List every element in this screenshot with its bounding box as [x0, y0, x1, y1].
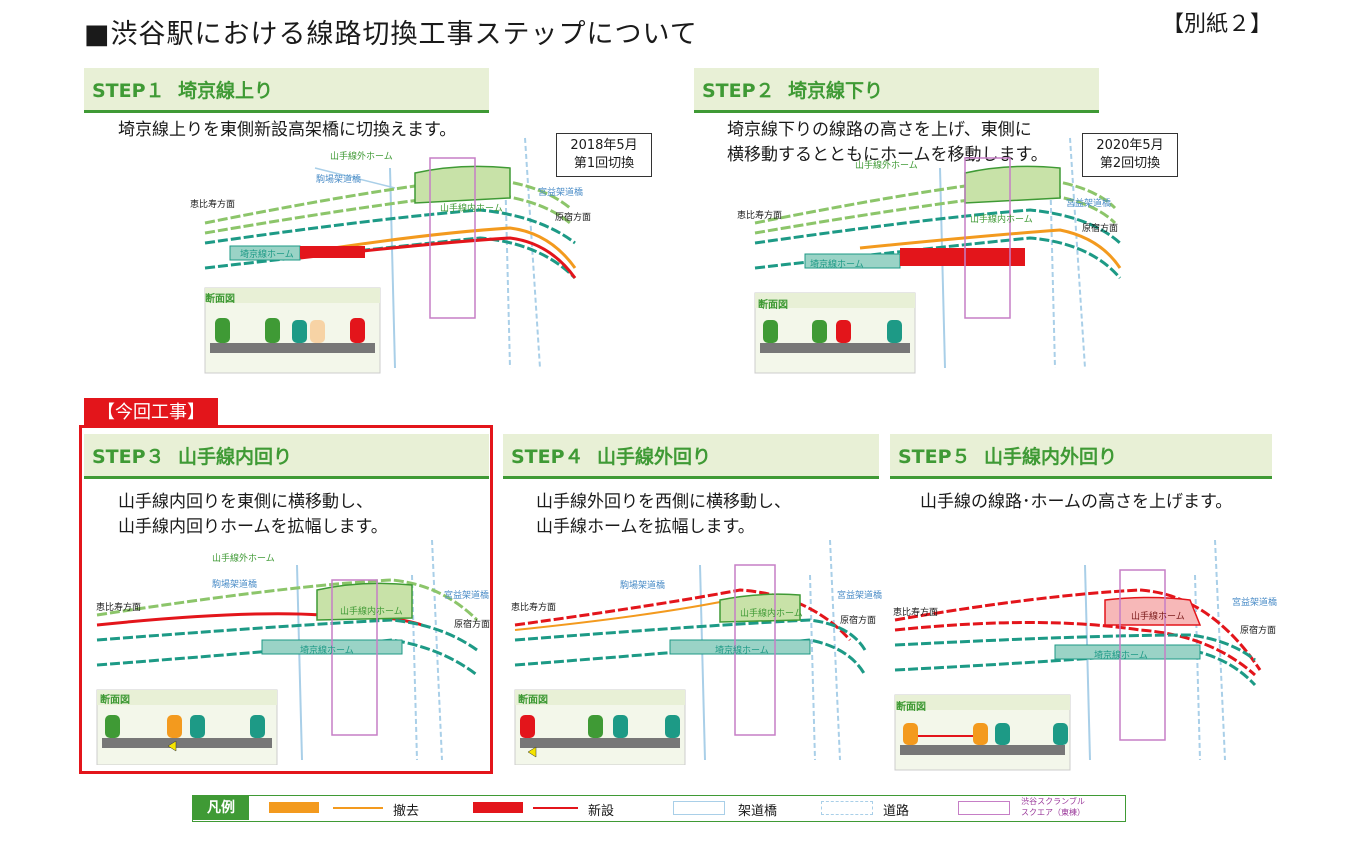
step5-miyamasu-label: 宮益架道橋 — [1232, 598, 1278, 608]
step4-section-label: 断面図 — [518, 695, 548, 706]
step1-saikyo-platform-label: 埼京線ホーム — [240, 250, 294, 260]
step1-inner-platform-label: 山手線内ホーム — [440, 204, 503, 214]
step2-saikyo-platform-label: 埼京線ホーム — [810, 260, 864, 270]
step5-name: 山手線内外回り — [984, 446, 1118, 468]
step1-diagram — [204, 137, 577, 374]
step3-miyamasu-label: 宮益架道橋 — [444, 591, 490, 601]
current-work-frame — [79, 425, 493, 774]
step3-diagram — [96, 540, 479, 765]
current-work-tag: 【今回工事】 — [84, 398, 218, 427]
step2-harajuku-label: 原宿方面 — [1082, 224, 1119, 234]
step1-komaba-label: 駒場架道橋 — [316, 175, 362, 185]
step5-description: 山手線の線路･ホームの高さを上げます。 — [920, 492, 1233, 512]
step4-header: STEP４ 山手線外回り — [503, 434, 879, 479]
step1-number: STEP１ — [92, 80, 165, 102]
step3-description: 山手線内回りを東側に横移動し、山手線内回りホームを拡幅します。 — [118, 492, 388, 537]
legend-scramble-swatch — [958, 801, 1010, 815]
step1-header: STEP１ 埼京線上り — [84, 68, 489, 113]
step2-outer-platform-label: 山手線外ホーム — [855, 161, 918, 171]
step4-komaba-label: 駒場架道橋 — [620, 581, 666, 591]
step3-header: STEP３ 山手線内回り — [84, 434, 489, 479]
step5-saikyo-platform-label: 埼京線ホーム — [1094, 651, 1148, 661]
step3-number: STEP３ — [92, 446, 165, 468]
step1-ebisu-label: 恵比寿方面 — [190, 200, 236, 210]
step4-diagram — [514, 540, 867, 765]
step3-ebisu-label: 恵比寿方面 — [96, 603, 142, 613]
step4-inner-platform-label: 山手線内ホーム — [740, 609, 803, 619]
step4-description: 山手線外回りを西側に横移動し、山手線ホームを拡幅します。 — [536, 492, 791, 537]
page-title: ■渋谷駅における線路切換工事ステップについて — [84, 19, 698, 50]
legend-removal-swatch — [269, 802, 319, 813]
step3-outer-platform-label: 山手線外ホーム — [212, 554, 275, 564]
step2-ebisu-label: 恵比寿方面 — [737, 211, 783, 221]
step5-section-label: 断面図 — [896, 702, 926, 713]
step4-ebisu-label: 恵比寿方面 — [511, 603, 557, 613]
step2-section-label: 断面図 — [758, 300, 788, 311]
step4-number: STEP４ — [511, 446, 584, 468]
step4-saikyo-platform-label: 埼京線ホーム — [715, 646, 769, 656]
legend-removal-line — [333, 807, 383, 809]
step5-header: STEP５ 山手線内外回り — [890, 434, 1272, 479]
step4-name: 山手線外回り — [597, 446, 712, 468]
step3-inner-platform-label: 山手線内ホーム — [340, 607, 403, 617]
step2-number: STEP２ — [702, 80, 775, 102]
step3-section-label: 断面図 — [100, 695, 130, 706]
step1-miyamasu-label: 宮益架道橋 — [538, 188, 584, 198]
legend-label: 凡例 — [193, 796, 249, 820]
legend-removal-label: 撤去 — [393, 804, 420, 819]
step2-name: 埼京線下り — [788, 80, 884, 102]
legend-new-swatch — [473, 802, 523, 813]
legend-road-swatch — [821, 801, 873, 815]
step3-saikyo-platform-label: 埼京線ホーム — [300, 646, 354, 656]
step2-description: 埼京線下りの線路の高さを上げ、東側に横移動するとともにホームを移動します。 — [727, 120, 1048, 165]
legend-bridge-label: 架道橋 — [738, 804, 778, 819]
legend-new-line — [533, 807, 578, 809]
step3-komaba-label: 駒場架道橋 — [212, 580, 258, 590]
attachment-label: 【別紙２】 — [1162, 12, 1273, 37]
legend-scramble-label: 渋谷スクランブルスクエア（東棟） — [1021, 797, 1085, 817]
legend-bridge-swatch — [673, 801, 725, 815]
step4-miyamasu-label: 宮益架道橋 — [837, 591, 883, 601]
step5-yamanote-platform-label: 山手線ホーム — [1131, 612, 1185, 622]
legend-new-label: 新設 — [588, 804, 615, 819]
step4-harajuku-label: 原宿方面 — [840, 616, 877, 626]
step3-name: 山手線内回り — [178, 446, 293, 468]
step1-date-box: 2018年5月第1回切換 — [556, 133, 652, 177]
step2-miyamasu-label: 宮益架道橋 — [1066, 199, 1112, 209]
legend: 凡例 撤去 新設 架道橋 道路 渋谷スクランブルスクエア（東棟） — [192, 795, 1126, 822]
step2-date-box: 2020年5月第2回切換 — [1082, 133, 1178, 177]
step1-section-label: 断面図 — [205, 294, 235, 305]
step1-name: 埼京線上り — [178, 80, 274, 102]
step1-outer-platform-label: 山手線外ホーム — [330, 152, 393, 162]
step3-harajuku-label: 原宿方面 — [454, 620, 491, 630]
step5-number: STEP５ — [898, 446, 971, 468]
step5-diagram — [894, 540, 1262, 771]
step5-ebisu-label: 恵比寿方面 — [893, 608, 939, 618]
step2-diagram — [754, 137, 1122, 374]
step1-harajuku-label: 原宿方面 — [555, 213, 592, 223]
legend-road-label: 道路 — [883, 804, 910, 819]
step5-harajuku-label: 原宿方面 — [1240, 626, 1277, 636]
step1-description: 埼京線上りを東側新設高架橋に切換えます。 — [118, 120, 457, 140]
step2-header: STEP２ 埼京線下り — [694, 68, 1099, 113]
step2-inner-platform-label: 山手線内ホーム — [970, 215, 1033, 225]
